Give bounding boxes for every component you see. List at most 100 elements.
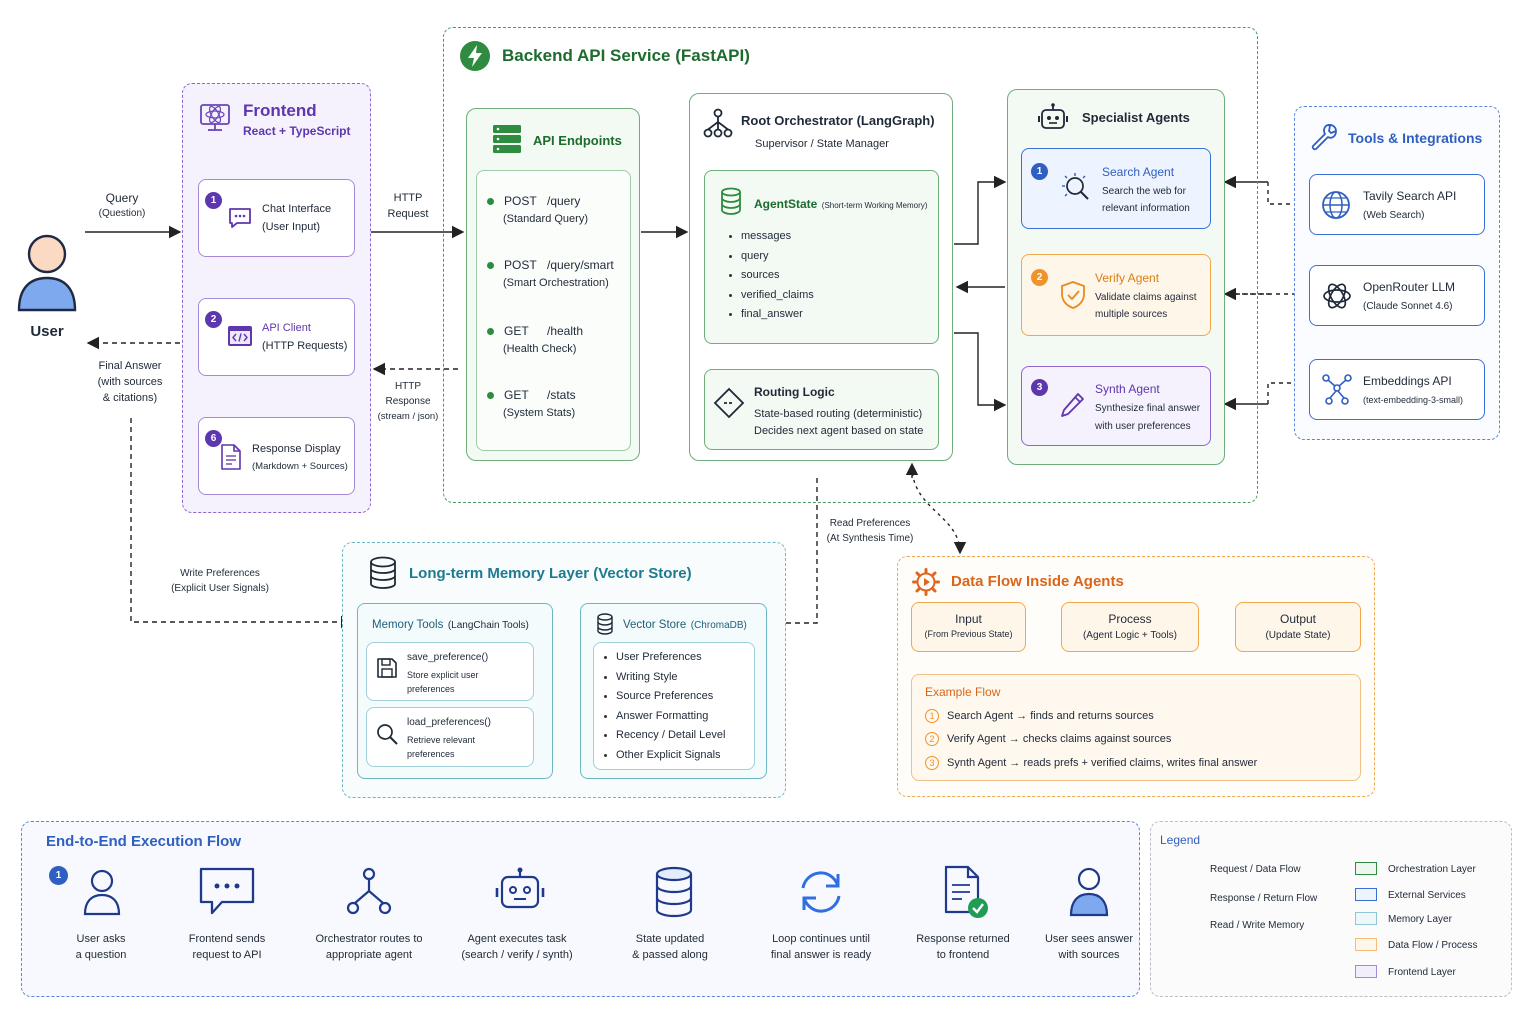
agent-desc: Search the web for [1102,186,1186,197]
document-check-icon [944,865,988,918]
preference-item: Recency / Detail Level [604,726,725,746]
agent-desc: multiple sources [1095,309,1168,320]
user-icon [17,234,77,312]
routing-logic-card[interactable]: Routing Logic State-based routing (deter… [704,369,939,450]
endpoint-list: POST/query (Standard Query) POST/query/s… [476,170,631,451]
vector-store-title: Vector Store [623,619,687,631]
agent-title: Verify Agent [1095,271,1160,285]
legend-swatch-label: Frontend Layer [1388,967,1456,978]
tool-title: Embeddings API [1363,374,1452,388]
pencil-icon [1061,393,1084,417]
tool-subtitle: (text-embedding-3-small) [1363,395,1464,405]
legend-swatch-external [1355,888,1377,901]
tavily-search-card[interactable]: Tavily Search API (Web Search) [1309,174,1485,235]
search-sparkle-icon [1062,173,1089,200]
endpoint-query[interactable]: POST/query (Standard Query) [487,194,588,227]
legend-swatch-label: Data Flow / Process [1388,940,1478,951]
synth-agent-card[interactable]: 3 Synth Agent Synthesize final answer wi… [1021,366,1211,446]
gear-process-icon [912,568,940,596]
verify-agent-card[interactable]: 2 Verify Agent Validate claims against m… [1021,254,1211,336]
magnifier-icon [377,724,398,745]
process-step[interactable]: Process (Agent Logic + Tools) [1061,602,1199,652]
agent-title: Search Agent [1102,165,1175,179]
state-field: messages [729,227,814,247]
step-subtitle: (Update State) [1265,630,1331,641]
bullet-dot [487,262,494,270]
tool-desc: preferences [407,749,455,759]
hierarchy-icon [703,108,733,138]
wrench-icon [1311,123,1337,151]
database-icon [721,187,741,215]
robot-icon [1038,103,1068,129]
react-monitor-icon [200,104,230,131]
step-title: Process [1108,612,1152,626]
preference-item: User Preferences [604,648,725,668]
state-field: sources [729,266,814,286]
chat-interface-card[interactable]: 1 Chat Interface (User Input) [198,179,355,257]
legend-panel [1150,821,1512,997]
user-filled-icon [1069,867,1109,917]
tool-subtitle: (Claude Sonnet 4.6) [1363,301,1453,312]
endpoint-health[interactable]: GET/health (Health Check) [487,324,583,357]
step-badge: 2 [205,311,222,328]
api-endpoints-title: API Endpoints [533,133,622,148]
document-icon [221,444,241,470]
embeddings-api-card[interactable]: Embeddings API (text-embedding-3-small) [1309,359,1485,420]
code-window-icon [228,326,252,346]
input-step[interactable]: Input (From Previous State) [911,602,1026,652]
tool-subtitle: (Web Search) [1363,210,1425,221]
globe-icon [1322,191,1350,219]
preference-list: User Preferences Writing Style Source Pr… [604,648,725,765]
database-stack-icon [655,866,693,918]
step-badge: 1 [1031,163,1048,180]
hierarchy-icon [346,867,392,915]
step-badge: 6 [205,430,222,447]
openrouter-llm-card[interactable]: OpenRouter LLM (Claude Sonnet 4.6) [1309,265,1485,326]
user-label: User [30,323,64,340]
save-preference-tool[interactable]: save_preference() Store explicit user pr… [366,642,534,701]
card-title: Chat Interface [262,203,332,215]
step-badge: 2 [1031,269,1048,286]
memory-tools-panel: Memory Tools (LangChain Tools) save_pref… [357,603,553,779]
endpoint-stats[interactable]: GET/stats (System Stats) [487,388,576,421]
example-flow-title: Example Flow [925,685,1001,699]
tool-desc: Store explicit user [407,670,479,680]
output-step[interactable]: Output (Update State) [1235,602,1361,652]
agent-desc: Validate claims against [1095,292,1197,303]
orchestrator-title: Root Orchestrator (LangGraph) [741,113,935,128]
bullet-dot [487,328,494,336]
openai-knot-icon [1323,283,1351,309]
response-display-card[interactable]: 6 Response Display (Markdown + Sources) [198,417,355,495]
vector-store-items: User Preferences Writing Style Source Pr… [593,642,755,770]
endpoint-query-smart[interactable]: POST/query/smart (Smart Orchestration) [487,258,614,291]
card-subtitle: (HTTP Requests) [262,340,348,352]
dataflow-title: Data Flow Inside Agents [951,573,1124,590]
card-subtitle: (Markdown + Sources) [252,461,348,472]
legend-swatch-memory [1355,912,1377,925]
step-title: Input [955,612,982,626]
legend-swatch-dataflow [1355,938,1377,951]
card-title: API Client [262,322,311,334]
memory-tools-title: Memory Tools [372,619,444,631]
tool-desc: Retrieve relevant [407,735,476,745]
e2e-panel [21,821,1140,997]
legend-swatch-label: Orchestration Layer [1388,864,1476,875]
agent-state-card[interactable]: AgentState (Short-term Working Memory) m… [704,170,939,344]
preference-item: Source Preferences [604,687,725,707]
step-badge: 1 [205,192,222,209]
frontend-subtitle: React + TypeScript [243,124,351,138]
api-client-card[interactable]: 2 API Client (HTTP Requests) [198,298,355,376]
server-icon [493,125,521,153]
load-preferences-tool[interactable]: load_preferences() Retrieve relevant pre… [366,707,534,767]
orchestrator-subtitle: Supervisor / State Manager [755,138,889,150]
e2e-step: State updated& passed along [632,933,708,961]
legend-swatch-frontend [1355,965,1377,978]
search-agent-card[interactable]: 1 Search Agent Search the web for releva… [1021,148,1211,229]
bullet-dot [487,198,494,206]
agent-title: Synth Agent [1095,382,1160,396]
